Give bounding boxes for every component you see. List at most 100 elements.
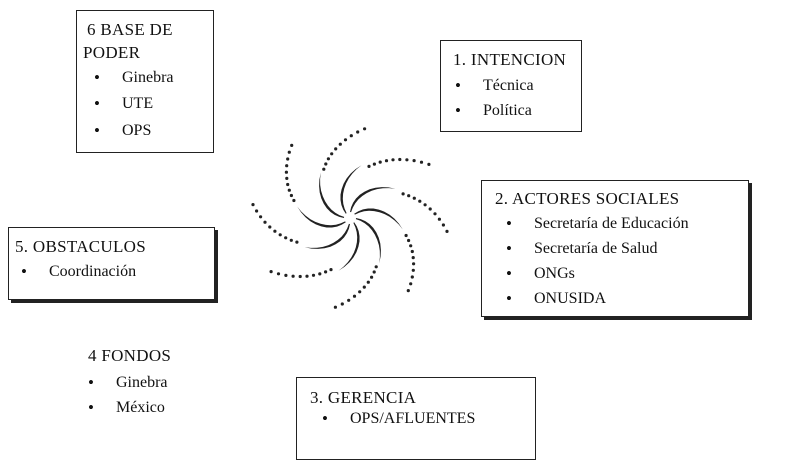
swirl-dot (433, 212, 437, 216)
swirl-blade (338, 222, 360, 271)
swirl-dot (356, 130, 360, 134)
box-obstaculos: 5. OBSTACULOS Coordinación (8, 227, 215, 300)
swirl-dot (334, 147, 338, 151)
swirl-dot (412, 262, 416, 266)
swirl-dot (338, 142, 342, 146)
swirl-dot (343, 138, 348, 142)
swirl-blade (319, 172, 345, 218)
swirl-dot (268, 225, 272, 229)
swirl-dot (326, 157, 330, 161)
swirl-dot (412, 159, 416, 163)
list-item: OPS/AFLUENTES (322, 409, 475, 429)
swirl-dot (349, 134, 353, 138)
list-item: Técnica (455, 76, 533, 96)
swirl-dot (278, 233, 282, 237)
swirl-dot (251, 203, 255, 207)
box-intencion: 1. INTENCION Técnica Política (440, 40, 582, 132)
list-item: Coordinación (21, 262, 136, 282)
swirl-dot (409, 282, 413, 286)
swirl-dot (289, 193, 293, 198)
swirl-blade (297, 206, 346, 228)
swirl-dot (411, 268, 415, 272)
swirl-dot (290, 143, 294, 147)
list-item: ONGs (506, 264, 575, 284)
swirl-dot (305, 274, 309, 278)
swirl-dot (284, 170, 288, 174)
box-base-de-poder-title-1: 6 BASE DE (87, 20, 173, 39)
swirl-dot (378, 160, 382, 164)
swirl-dot (410, 249, 414, 254)
swirl-dot (411, 256, 415, 260)
swirl-blade (304, 223, 350, 249)
swirl-dot (423, 203, 427, 207)
swirl-dot (318, 272, 322, 276)
swirl-dot (289, 238, 293, 242)
swirl-dot (295, 240, 299, 244)
swirl-dot (412, 196, 416, 200)
swirl-dot (333, 305, 337, 309)
box-gerencia: 3. GERENCIA OPS/AFLUENTES (296, 377, 536, 460)
list-item: Secretaría de Educación (506, 214, 689, 234)
swirl-dot (407, 238, 411, 243)
swirl-dot (298, 274, 302, 279)
swirl-dot (405, 158, 409, 162)
swirl-dot (367, 164, 371, 168)
swirl-dot (292, 198, 296, 203)
swirl-dot (401, 192, 405, 196)
swirl-dot (340, 302, 344, 306)
swirl-dot (427, 162, 431, 166)
swirl-dot (428, 207, 432, 211)
swirl-dot (287, 150, 291, 154)
swirl-dot (324, 162, 328, 166)
list-item: Política (455, 101, 532, 121)
box-intencion-title: 1. INTENCION (453, 50, 567, 69)
swirl-dot (398, 157, 402, 162)
swirl-dot (374, 265, 378, 269)
box-obstaculos-title: 5. OBSTACULOS (15, 237, 147, 256)
box-gerencia-title: 3. GERENCIA (310, 388, 417, 407)
swirl-blade (354, 208, 403, 230)
swirl-dot (407, 194, 411, 198)
swirl-dot (372, 162, 376, 166)
swirl-dot (391, 158, 395, 162)
swirl-dot (286, 182, 290, 187)
swirl-dot (311, 273, 316, 277)
swirl-dot (372, 270, 376, 274)
swirl-dot (437, 217, 441, 221)
swirl-dot (441, 223, 445, 227)
swirl-dot (324, 270, 328, 274)
swirl-dot (366, 280, 370, 284)
swirl-dot (362, 285, 366, 289)
swirl-dot (269, 270, 273, 274)
swirl-dot (255, 209, 259, 213)
swirl-dot (363, 127, 367, 131)
swirl-dot (287, 188, 291, 192)
swirl-dot (329, 268, 333, 272)
swirl-blade (350, 187, 396, 213)
swirl-dot (284, 236, 288, 240)
swirl-blade (355, 218, 381, 264)
swirl-dot (286, 157, 290, 161)
swirl-dot (276, 272, 281, 276)
swirl-dot (404, 233, 408, 238)
swirl-dot (263, 220, 267, 224)
list-item: Ginebra (88, 373, 167, 393)
box-base-de-poder: 6 BASE DE PODER Ginebra UTE OPS (76, 10, 214, 153)
swirl-dot (259, 215, 263, 219)
box-base-de-poder-title-2: PODER (83, 43, 141, 62)
swirl-dot (352, 294, 357, 298)
swirl-dot (419, 160, 424, 164)
swirl-dot (370, 275, 374, 279)
swirl-dot (273, 229, 277, 233)
swirl-dot (330, 152, 334, 156)
swirl-dot (291, 274, 295, 278)
swirl-dot (285, 176, 289, 180)
swirl-dot (418, 199, 422, 203)
swirl-dot (410, 275, 414, 279)
list-item: UTE (94, 94, 153, 114)
list-item: Ginebra (94, 68, 173, 88)
list-item: ONUSIDA (506, 289, 606, 309)
fondos-title: 4 FONDOS (88, 346, 172, 365)
swirl-dot (384, 159, 389, 163)
